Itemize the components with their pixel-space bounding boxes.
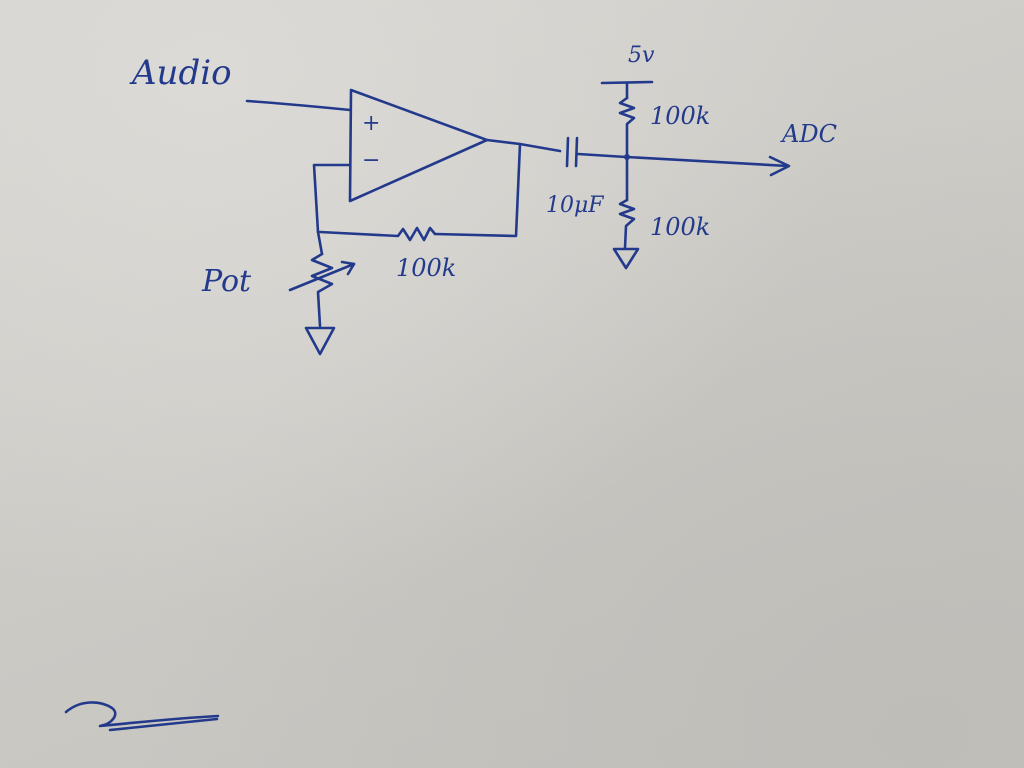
capacitor-plate-right [574,136,579,168]
signature-underline [108,717,219,732]
adc-output-wire [625,155,790,168]
pull-up-resistor [618,96,636,202]
pot-label: Pot [201,264,252,299]
feedback-return-wire [433,142,522,238]
pull-down-ground-icon [612,247,640,270]
feedback-resistor [318,226,437,242]
pot-ground-icon [304,326,336,356]
pull-up-resistor-label: 100k [650,102,710,130]
capacitor-plate-left [565,136,570,168]
pot-resistor [310,252,334,328]
capacitor-label: 10μF [546,193,604,218]
pull-down-resistor-label: 100k [650,213,710,241]
opamp-output-wire [485,138,562,153]
pull-down-resistor [618,198,636,250]
pot-wiper-arrow-head [340,260,356,276]
pot-top-wire [316,230,324,256]
opamp-plus-sign: + [362,111,380,136]
audio-label: Audio [129,53,232,93]
audio-input-wire [245,99,352,112]
opamp-minus-sign: − [362,148,380,173]
capacitor-to-node-wire [576,152,628,159]
signature-mark [64,701,220,728]
feedback-resistor-label: 100k [396,254,456,282]
inverting-input-wire [312,163,352,234]
pot-wiper-arrow-line [288,262,356,292]
adc-arrow-icon [768,155,791,177]
opamp-symbol [348,88,489,203]
supply-label: 5v [628,43,655,68]
adc-label: ADC [780,120,837,148]
